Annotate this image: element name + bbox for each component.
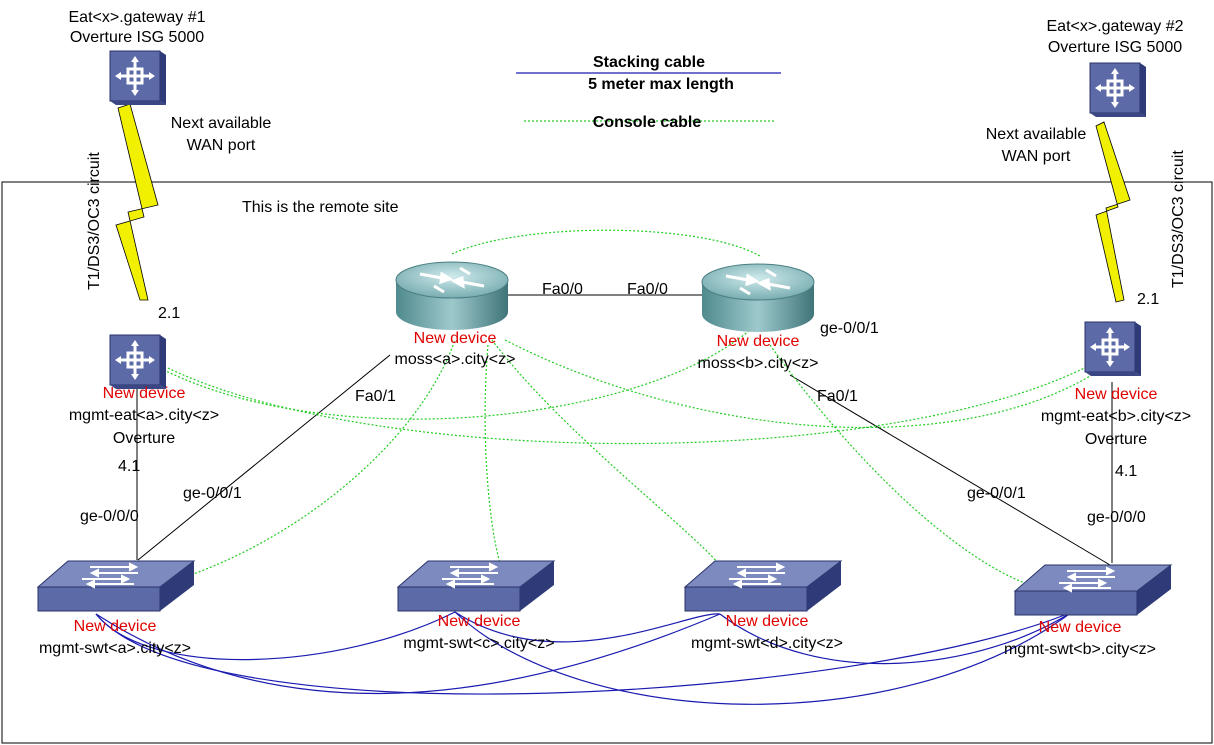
switch-b-tag: New device — [1039, 619, 1122, 636]
eat-a-up-port: 2.1 — [158, 305, 180, 322]
gateway-1-model: Overture ISG 5000 — [70, 29, 204, 46]
gateway-1-port2: WAN port — [187, 137, 256, 154]
eat-b-switch-port: ge-0/0/0 — [1087, 509, 1146, 526]
router-a-icon[interactable] — [394, 260, 510, 332]
router-b-extra-port: ge-0/0/1 — [820, 320, 879, 337]
legend-stacking-sub: 5 meter max length — [588, 76, 734, 93]
console-cables — [159, 229, 1101, 586]
link-router-a-switch-a — [137, 354, 391, 561]
router-a-tag: New device — [414, 330, 497, 347]
router-b-tag: New device — [717, 333, 800, 350]
switch-d-icon[interactable] — [684, 560, 842, 612]
router-b-peer-port: Fa0/0 — [627, 281, 668, 298]
eat-b-icon[interactable] — [1083, 320, 1143, 378]
gateway-2-port2: WAN port — [1002, 148, 1071, 165]
site-label: This is the remote site — [242, 199, 399, 216]
router-b-name: moss<b>.city<z> — [698, 355, 819, 372]
eat-b-up-port: 2.1 — [1137, 291, 1159, 308]
gateway-2-model: Overture ISG 5000 — [1048, 39, 1182, 56]
switch-a-icon[interactable] — [37, 560, 195, 612]
gateway-2-circuit: T1/DS3/OC3 circuit — [1170, 150, 1187, 288]
eat-a-icon[interactable] — [108, 333, 168, 391]
switch-a-tag: New device — [74, 618, 157, 635]
switch-d-tag: New device — [726, 613, 809, 630]
switch-c-tag: New device — [438, 613, 521, 630]
switch-b-icon[interactable] — [1014, 564, 1172, 616]
stacking-cables — [95, 611, 1073, 705]
eat-a-tag: New device — [103, 385, 186, 402]
remote-site-frame — [1, 181, 1213, 744]
eat-a-switch-port: ge-0/0/0 — [80, 508, 139, 525]
eat-b-model: Overture — [1085, 431, 1147, 448]
switch-d-name: mgmt-swt<d>.city<z> — [691, 635, 843, 652]
circuit-bolt-1 — [115, 103, 159, 301]
eat-b-name: mgmt-eat<b>.city<z> — [1041, 408, 1191, 425]
eat-a-name: mgmt-eat<a>.city<z> — [69, 407, 219, 424]
switch-b-port: ge-0/0/1 — [967, 485, 1026, 502]
router-a-down-port: Fa0/1 — [355, 388, 396, 405]
legend-stacking-title: Stacking cable — [593, 54, 705, 71]
switch-a-port: ge-0/0/1 — [183, 485, 242, 502]
switch-b-name: mgmt-swt<b>.city<z> — [1004, 641, 1156, 658]
link-router-b-switch-b — [789, 374, 1111, 566]
gateway-1-icon[interactable] — [108, 49, 168, 107]
router-b-down-port: Fa0/1 — [817, 388, 858, 405]
gateway-2-port: Next available — [986, 126, 1087, 143]
gateway-1-circuit: T1/DS3/OC3 circuit — [86, 152, 103, 290]
gateway-1-port: Next available — [171, 115, 272, 132]
gateway-2-name: Eat<x>.gateway #2 — [1047, 18, 1184, 35]
gateway-1-name: Eat<x>.gateway #1 — [69, 9, 206, 26]
gateway-2-icon[interactable] — [1088, 61, 1148, 119]
router-b-icon[interactable] — [700, 262, 816, 334]
switch-c-icon[interactable] — [397, 560, 555, 612]
switch-c-name: mgmt-swt<c>.city<z> — [403, 635, 554, 652]
router-a-peer-port: Fa0/0 — [542, 281, 583, 298]
eat-b-tag: New device — [1075, 386, 1158, 403]
legend-console-label: Console cable — [593, 114, 702, 131]
router-a-name: moss<a>.city<z> — [395, 351, 516, 368]
eat-b-down-port: 4.1 — [1115, 463, 1137, 480]
eat-a-model: Overture — [113, 430, 175, 447]
eat-a-down-port: 4.1 — [118, 458, 140, 475]
switch-a-name: mgmt-swt<a>.city<z> — [39, 640, 191, 657]
circuit-bolt-2 — [1095, 121, 1131, 303]
